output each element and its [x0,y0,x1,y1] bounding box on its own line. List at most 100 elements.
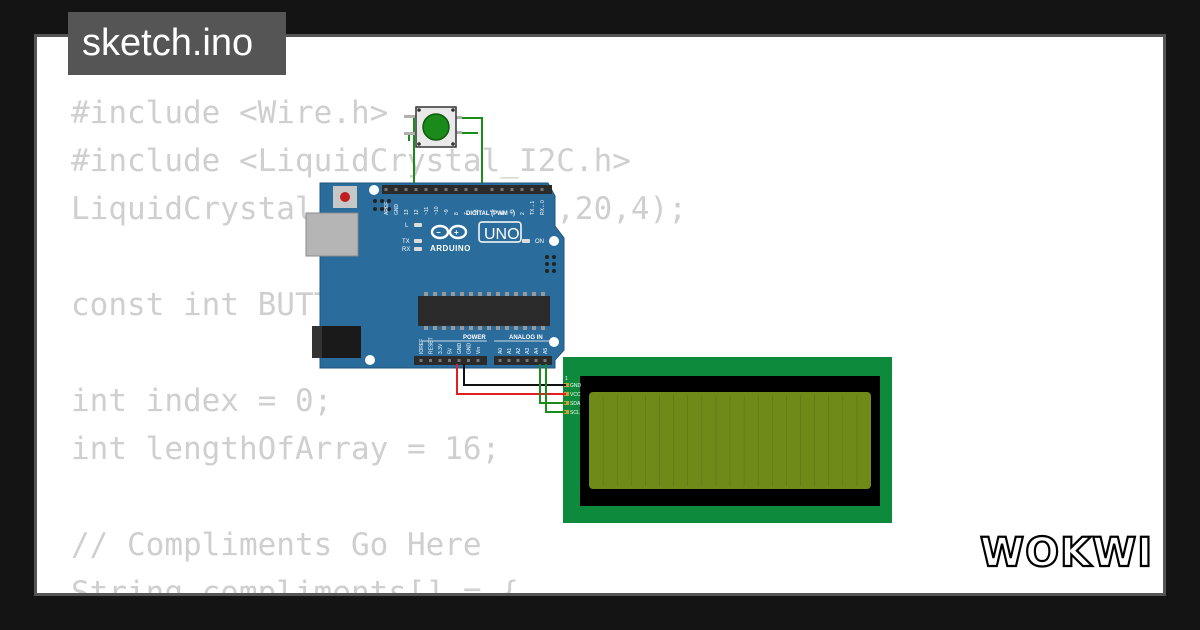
analog-pin[interactable] [498,359,502,362]
wire-gnd-lcd [463,364,566,386]
digital-pin[interactable] [530,188,534,191]
wokwi-logo: WOKWI [979,529,1150,574]
lcd-header-pin[interactable] [564,401,569,405]
file-tab[interactable]: sketch.ino [68,12,286,75]
digital-pin-label: 8 [454,212,460,215]
chip-leg [478,292,482,296]
pushbutton[interactable] [404,106,462,148]
lcd-header-pin[interactable] [564,410,569,414]
digital-pin[interactable] [384,188,388,191]
code-line: String compliments[] = { [71,575,519,596]
code-line: // Compliments Go Here [71,527,482,563]
power-label: POWER [463,335,486,341]
pushbutton-cap[interactable] [422,113,450,141]
digital-pin-label: TX→1 [530,201,536,215]
analog-header [494,356,552,365]
power-pin[interactable] [476,359,480,362]
analog-pin-label: A2 [516,348,522,354]
wire-button-gnd [406,116,415,183]
usb-port [305,212,359,257]
analog-pin[interactable] [516,359,520,362]
digital-pin[interactable] [404,188,408,191]
digital-pin-label: GND [394,204,400,216]
digital-pin[interactable] [500,188,504,191]
digital-pin[interactable] [394,188,398,191]
chip-leg [433,326,437,330]
lcd-pin-gnd-label: GND [570,383,582,389]
chip-leg [451,326,455,330]
power-pin[interactable] [467,359,470,362]
wire-sda-lcd [539,364,566,404]
digital-pin[interactable] [414,188,418,191]
lcd-header-pin[interactable] [564,383,569,387]
svg-text:+: + [454,228,459,237]
chip-leg [424,326,428,330]
digital-pin-label: ~6 [474,209,480,215]
chip-leg [523,292,527,296]
chip-leg [469,292,473,296]
wires [406,116,566,413]
analog-pin[interactable] [534,359,538,362]
power-pin[interactable] [448,359,451,362]
chip-leg [487,326,491,330]
lcd-pin-sda-label: SDA [570,401,581,407]
analog-pin-label: A3 [525,348,531,354]
digital-pin-label: 7 [464,212,470,215]
wire-scl-lcd [545,364,566,413]
chip-leg [496,292,500,296]
power-pin[interactable] [429,359,432,362]
chip-leg [514,292,518,296]
digital-pin[interactable] [520,188,524,191]
chip-leg [460,326,464,330]
icsp-header [371,197,395,214]
lcd-pin-scl-label: SCL [570,410,580,416]
chip-leg [532,326,536,330]
arduino-infinity-icon [430,224,468,240]
chip-leg [469,326,473,330]
code-line: #include <Wire.h> [71,95,389,131]
led-rx [414,247,422,251]
analog-pin[interactable] [525,359,529,362]
led-l [414,223,422,227]
power-pin-label: GND [457,343,463,355]
chip-leg [505,292,509,296]
digital-pin-label: ~3 [510,209,516,215]
code-line: int index = 0; [71,383,333,419]
analog-label: ANALOG IN [509,335,543,341]
chip-leg [541,292,545,296]
digital-pin-label: 2 [520,212,526,215]
digital-pin[interactable] [424,188,428,191]
digital-pin[interactable] [510,188,514,191]
digital-pin[interactable] [454,188,458,191]
analog-pin[interactable] [543,359,547,362]
digital-pin[interactable] [490,188,494,191]
digital-pin[interactable] [464,188,468,191]
power-pin[interactable] [457,359,461,362]
digital-pin[interactable] [434,188,438,191]
icsp-header-right [543,253,557,276]
lcd-header-pin[interactable] [564,392,569,396]
digital-pin[interactable] [474,188,478,191]
chip-leg [451,292,455,296]
lcd-pin-vcc-label: VCC [570,392,581,398]
digital-pin[interactable] [540,188,544,191]
digital-pin[interactable] [444,188,448,191]
chip-leg [532,292,536,296]
digital-pin-label: AREF [384,202,390,215]
on-label: ON [535,239,544,245]
led-label-rx: RX [402,247,410,253]
analog-pin[interactable] [507,359,511,362]
svg-text:WOKWI: WOKWI [980,530,1150,574]
power-pin[interactable] [438,359,442,362]
lcd-display[interactable]: 1 GND VCC SDA SCL [563,357,892,523]
power-pin-label: IOREF [419,339,425,354]
digital-pin-label: ~5 [490,209,496,215]
chip-leg [442,326,446,330]
chip-leg [487,292,491,296]
power-pin-label: 3.3V [438,343,444,354]
power-pin[interactable] [419,359,423,362]
power-pin-label: Vin [476,347,482,354]
wire-button-pin2-a [456,117,483,183]
